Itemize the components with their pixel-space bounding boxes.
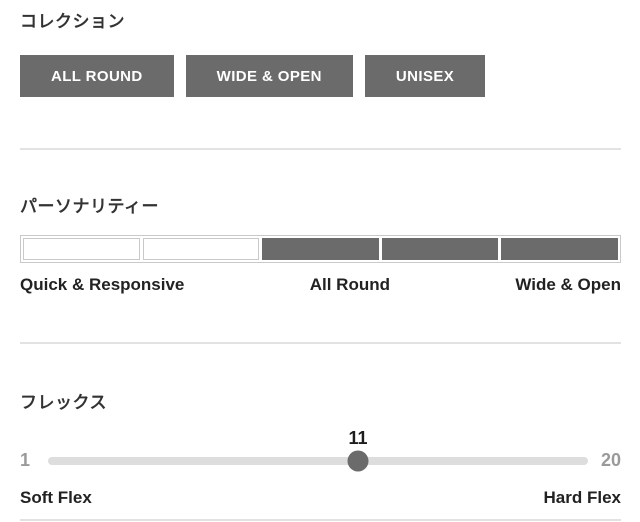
flex-label-hard: Hard Flex (543, 488, 621, 507)
flex-label-soft: Soft Flex (20, 488, 92, 507)
personality-segment (501, 238, 618, 260)
personality-label-wide-open: Wide & Open (515, 275, 621, 294)
personality-label-all-round: All Round (309, 275, 390, 294)
flex-slider-value: 11 (348, 427, 368, 448)
personality-scale-labels: Quick & Responsive All Round Wide & Open (20, 274, 621, 296)
collection-button-unisex[interactable]: UNISEX (364, 55, 486, 97)
personality-segment (381, 238, 499, 260)
personality-segment (262, 238, 379, 260)
flex-slider-min-label: 1 (20, 450, 31, 470)
collection-buttons-row: ALL ROUND WIDE & OPEN UNISEX (20, 55, 621, 97)
personality-segment (23, 238, 140, 260)
personality-label-quick-responsive: Quick & Responsive (20, 275, 185, 294)
divider (20, 519, 621, 521)
personality-segment (142, 238, 260, 260)
flex-slider-handle[interactable] (347, 450, 369, 471)
flex-heading: フレックス (20, 393, 107, 412)
flex-slider-track: 11 (48, 428, 588, 471)
divider (20, 148, 621, 150)
divider (20, 342, 621, 344)
flex-scale-labels: Soft Flex Hard Flex (20, 488, 621, 508)
personality-heading: パーソナリティー (20, 197, 159, 216)
collection-button-all-round[interactable]: ALL ROUND (20, 55, 174, 97)
flex-slider: 1 11 20 (20, 428, 621, 471)
personality-bar (20, 235, 621, 263)
flex-slider-max-label: 20 (600, 450, 621, 470)
collection-heading: コレクション (20, 12, 125, 31)
collection-button-wide-open[interactable]: WIDE & OPEN (185, 55, 353, 97)
